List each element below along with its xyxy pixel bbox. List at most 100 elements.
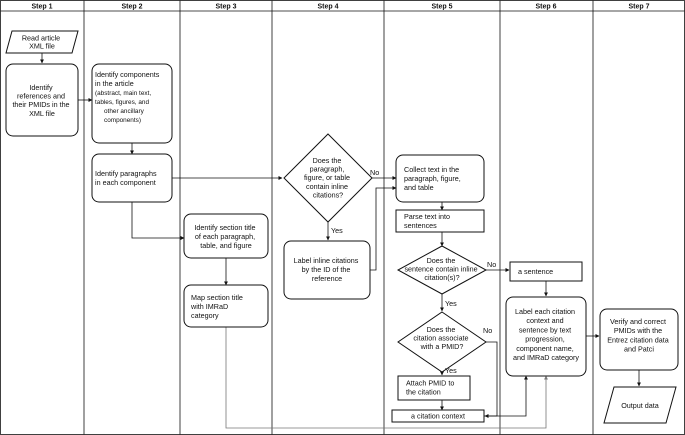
edge-label-to-collect	[370, 186, 397, 271]
contain-citations-line-5: citations?	[313, 190, 343, 199]
identify-components-label: Identify components in the article (abst…	[95, 70, 161, 124]
edge-label-yes-2: Yes	[445, 299, 457, 308]
contain-citations-label: Does the paragraph, figure, or table con…	[304, 156, 352, 199]
step-3-header: Step 3	[215, 4, 236, 11]
parse-text-line-1: Parse text into	[404, 212, 450, 221]
identify-paragraphs-line-2: in each component	[95, 178, 156, 187]
label-context-line-1: Label each citation	[515, 307, 575, 316]
step-5-header: Step 5	[431, 4, 452, 11]
read-xml-line-2: XML file	[29, 42, 55, 51]
read-xml-label: Read article XML file	[22, 34, 62, 51]
citation-associate-line-3: with a PMID?	[420, 342, 464, 351]
map-section-label: Map section title with IMRaD category	[190, 293, 245, 320]
identify-components-line-6: components)	[104, 117, 141, 124]
identify-refs-line-3: their PMIDs in the	[12, 100, 69, 109]
verify-pmids-line-4: and Patci	[624, 345, 654, 354]
contain-citations-line-3: figure, or table	[304, 173, 350, 182]
citation-associate-label: Does the citation associate with a PMID?	[413, 325, 470, 351]
sentence-contain-line-1: Does the	[427, 256, 456, 265]
edge-label-yes-1: Yes	[331, 226, 343, 235]
attach-pmid-line-2: the citation	[406, 388, 441, 397]
verify-pmids-line-2: PMIDs with the	[614, 326, 662, 335]
label-inline-line-1: Label inline citations	[294, 256, 359, 265]
citation-associate-line-1: Does the	[427, 325, 456, 334]
identify-section-label: Identify section title of each paragraph…	[194, 223, 257, 250]
edge-label-yes-3: Yes	[445, 366, 457, 375]
citation-associate-decision	[397, 311, 487, 373]
identify-refs-line-4: XML file	[29, 109, 55, 118]
label-context-line-3: sentence by text	[519, 325, 571, 334]
identify-refs-line-2: references and	[17, 92, 65, 101]
step-6-header: Step 6	[535, 4, 556, 11]
identify-paragraphs-node	[91, 153, 173, 203]
sentence-contain-decision	[396, 245, 488, 295]
sentence-contain-line-2: sentence contain inline	[404, 265, 477, 274]
sentence-contain-label: Does the sentence contain inline citatio…	[404, 256, 479, 282]
contain-citations-line-1: Does the	[313, 156, 342, 165]
citation-context-label: a citation context	[411, 412, 465, 421]
a-sentence-label: a sentence	[518, 267, 553, 276]
verify-pmids-label: Verify and correct PMIDs with the Entrez…	[607, 317, 671, 354]
nodes: Read article XML file Identify reference…	[5, 30, 679, 424]
edge-label-no-1: No	[370, 168, 379, 177]
map-section-line-1: Map section title	[191, 293, 243, 302]
step-1-header: Step 1	[31, 4, 52, 11]
sentence-contain-line-3: citation(s)?	[424, 273, 459, 282]
identify-components-node	[91, 63, 173, 144]
identify-components-line-4: tables, figures, and	[95, 99, 149, 106]
collect-text-label: Collect text in the paragraph, figure, a…	[404, 165, 463, 192]
citation-associate-line-2: citation associate	[413, 334, 468, 343]
label-inline-label: Label inline citations by the ID of the …	[294, 256, 361, 283]
identify-section-line-1: Identify section title	[194, 223, 255, 232]
verify-pmids-line-1: Verify and correct	[610, 317, 666, 326]
identify-paragraphs-line-1: Identify paragraphs	[95, 169, 157, 178]
identify-refs-label: Identify references and their PMIDs in t…	[12, 83, 71, 118]
output-data-node	[603, 386, 677, 424]
label-context-node	[505, 296, 587, 377]
edge-map-to-label-context	[225, 327, 548, 429]
citation-context-node	[391, 409, 485, 423]
step-4-header: Step 4	[317, 4, 338, 11]
edge-label-no-2: No	[487, 260, 496, 269]
identify-components-line-3: (abstract, main text,	[95, 90, 151, 97]
attach-pmid-line-1: Attach PMID to	[406, 379, 454, 388]
edge-paragraphs-to-section	[131, 202, 185, 240]
label-context-line-4: progression,	[525, 335, 565, 344]
edge-label-no-3: No	[483, 326, 492, 335]
map-section-line-3: category	[191, 311, 219, 320]
identify-refs-line-1: Identify	[29, 83, 53, 92]
output-data-label: Output data	[621, 401, 659, 410]
identify-components-line-2: in the article	[95, 79, 134, 88]
a-sentence-node	[509, 261, 583, 282]
identify-refs-node	[5, 63, 79, 137]
contain-citations-line-4: contain inline	[306, 182, 348, 191]
identify-section-line-2: of each paragraph,	[195, 232, 255, 241]
label-context-line-2: context and	[526, 316, 563, 325]
identify-section-node	[183, 213, 269, 259]
collect-text-line-1: Collect text in the	[404, 165, 459, 174]
step-7-header: Step 7	[628, 4, 649, 11]
parse-text-node	[395, 209, 485, 233]
read-xml-line-1: Read article	[22, 34, 60, 43]
collect-text-line-2: paragraph, figure,	[404, 174, 461, 183]
attach-pmid-label: Attach PMID to the citation	[406, 379, 456, 397]
contain-citations-decision	[283, 133, 373, 223]
collect-text-line-3: and table	[404, 183, 434, 192]
map-section-node	[183, 284, 269, 328]
parse-text-label: Parse text into sentences	[404, 212, 452, 230]
edges	[40, 53, 641, 429]
label-context-label: Label each citation context and sentence…	[513, 307, 579, 362]
label-inline-line-2: by the ID of the	[302, 265, 351, 274]
parse-text-line-2: sentences	[404, 221, 437, 230]
edge-context-to-label-context	[484, 375, 528, 417]
label-inline-line-3: reference	[312, 274, 342, 283]
map-section-line-2: with IMRaD	[190, 302, 228, 311]
contain-citations-line-2: paragraph,	[310, 165, 345, 174]
identify-paragraphs-label: Identify paragraphs in each component	[95, 169, 159, 187]
collect-text-node	[395, 154, 485, 203]
edge-labels: No Yes No Yes No Yes	[331, 168, 496, 375]
label-context-line-5: component name,	[516, 344, 574, 353]
identify-components-line-1: Identify components	[95, 70, 160, 79]
